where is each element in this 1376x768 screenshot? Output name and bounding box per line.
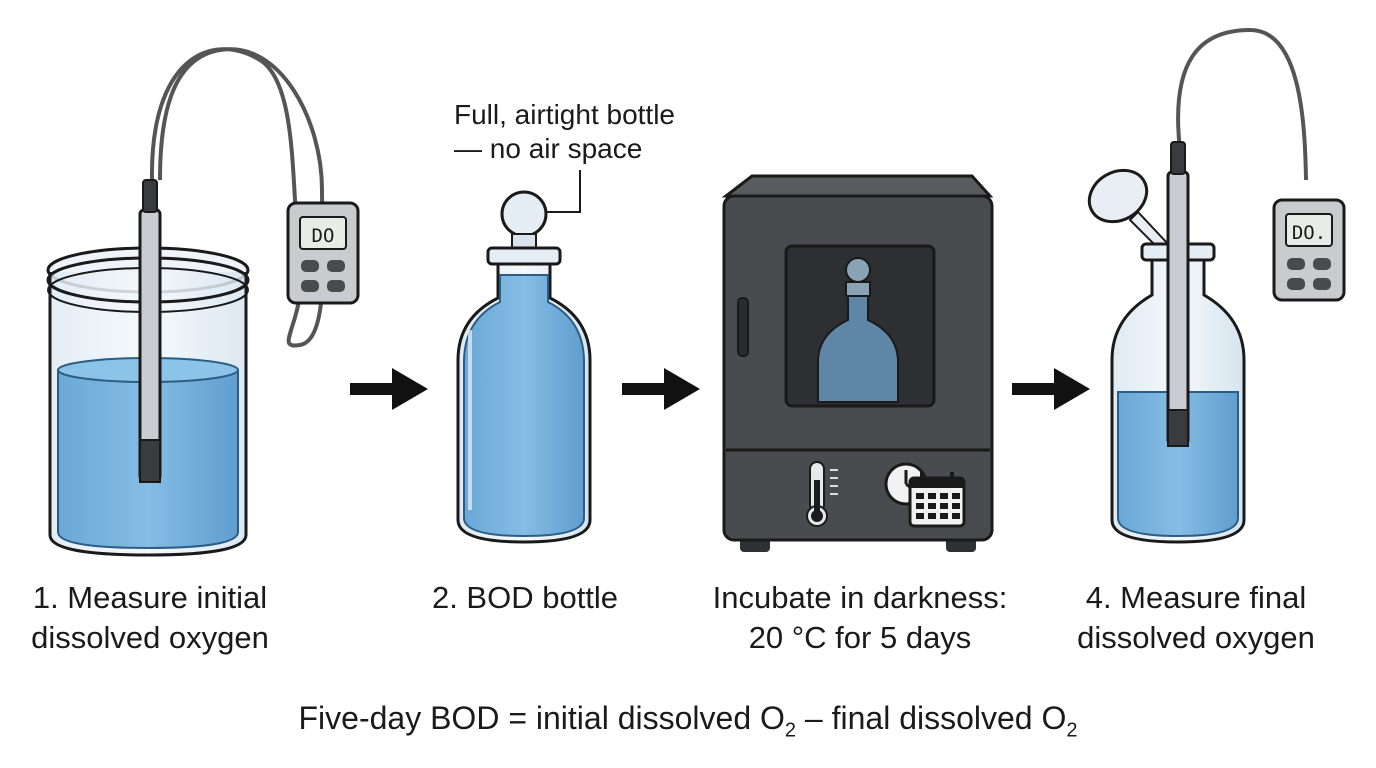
probe-cable (149, 47, 325, 348)
step2-bod-bottle (456, 170, 592, 544)
formula-sub-2: 2 (1066, 719, 1078, 742)
do-meter-left: DO (286, 201, 360, 305)
meter-right-display: DO. (1292, 222, 1326, 244)
step4-label: 4. Measure final dissolved oxygen (1058, 578, 1334, 658)
callout-leader (545, 170, 581, 213)
callout-line-2: — no air space (454, 133, 643, 164)
formula-left: Five-day BOD = initial dissolved O (298, 700, 785, 736)
meter-left-display: DO (312, 225, 335, 247)
step3-label-line-1: Incubate in darkness: (712, 580, 1008, 615)
bod-formula: Five-day BOD = initial dissolved O2 – fi… (0, 700, 1376, 742)
step2-label: 2. BOD bottle (400, 578, 650, 618)
step4-label-line-1: 4. Measure final (1085, 580, 1307, 615)
do-probe-right (1166, 170, 1190, 446)
step3-label: Incubate in darkness: 20 °C for 5 days (690, 578, 1030, 658)
formula-mid: – final dissolved O (796, 700, 1067, 736)
step1-label-line-1: 1. Measure initial (32, 580, 268, 615)
step1-label-line-2: dissolved oxygen (31, 620, 269, 655)
water-filled-bottle (463, 274, 585, 538)
arrow-1-to-2 (350, 368, 428, 410)
clock-calendar-icon (884, 462, 966, 528)
step3-label-line-2: 20 °C for 5 days (748, 620, 972, 655)
step3-incubator (721, 174, 994, 552)
probe-cable-right (1176, 27, 1308, 181)
arrow-3-to-4 (1012, 368, 1090, 410)
arrow-2-to-3 (622, 368, 700, 410)
step4-label-line-2: dissolved oxygen (1077, 620, 1315, 655)
step4-bottle-with-probe: DO. (1087, 27, 1346, 544)
formula-sub-1: 2 (784, 719, 797, 742)
step1-beaker-with-probe: DO (46, 47, 360, 557)
do-meter-right: DO. (1272, 198, 1346, 302)
step2-label-line-1: 2. BOD bottle (431, 580, 619, 615)
callout-line-1: Full, airtight bottle (454, 99, 675, 130)
thermometer-icon (806, 461, 838, 527)
step1-label: 1. Measure initial dissolved oxygen (20, 578, 280, 658)
water-final-sample (1117, 391, 1239, 538)
open-stopper (1087, 168, 1170, 252)
bottle-callout: Full, airtight bottle — no air space (454, 98, 675, 166)
ground-glass-stopper (500, 190, 548, 238)
